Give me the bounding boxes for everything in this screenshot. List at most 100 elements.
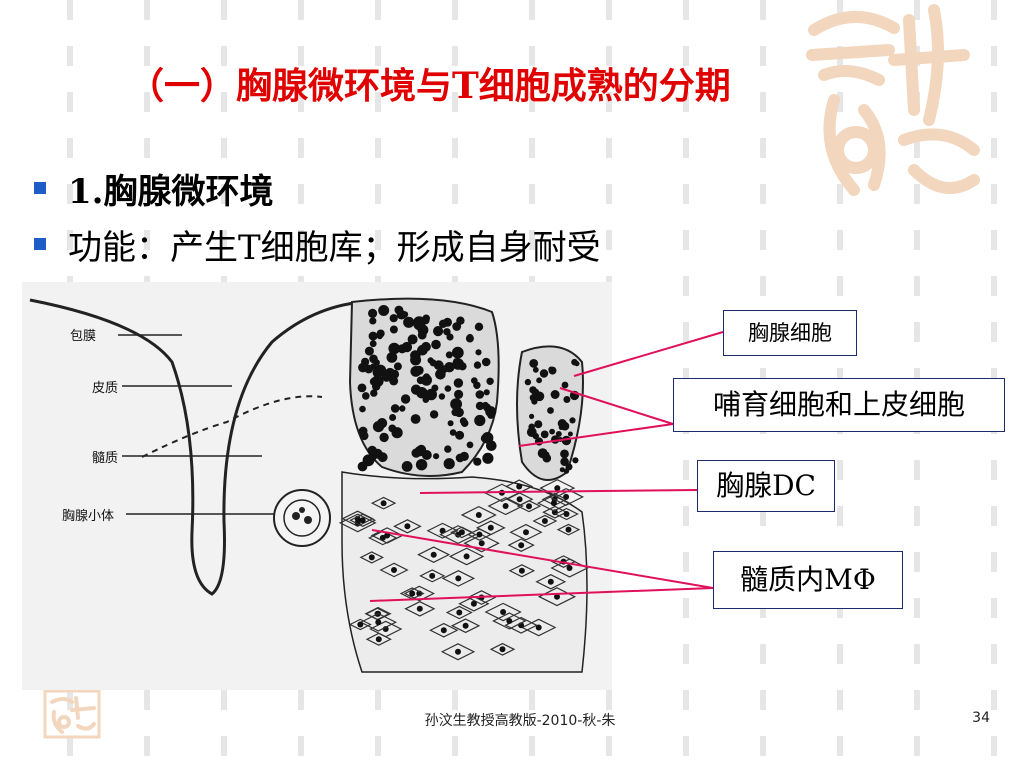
thymocyte-dot: [374, 364, 387, 377]
thymocyte-dot: [403, 316, 415, 328]
reticular-cell: [535, 574, 567, 590]
thymocyte-dot: [547, 407, 554, 414]
cell-nucleus-dot: [516, 496, 523, 503]
cell-nucleus-dot: [391, 567, 397, 573]
reticular-cell: [441, 570, 476, 587]
cell-nucleus-dot: [375, 636, 382, 643]
small-logo-icon: [43, 689, 101, 739]
medulla-cell-network: [338, 479, 589, 661]
cell-nucleus-dot: [359, 517, 366, 524]
thymocyte-dot: [445, 351, 453, 359]
slide-title: （一）胸腺微环境与T细胞成熟的分期: [128, 65, 731, 107]
bullet-item-microenvironment: 1.胸腺微环境: [34, 160, 934, 216]
cell-nucleus-dot: [518, 542, 525, 549]
cell-nucleus-dot: [566, 565, 573, 571]
thymocyte-dot: [364, 346, 374, 356]
cell-nucleus-dot: [541, 518, 548, 524]
thymocyte-dot: [443, 458, 455, 470]
bullet-square-icon: [34, 182, 46, 194]
cell-nucleus-dot: [455, 648, 461, 655]
thymocyte-dot: [474, 414, 486, 427]
cell-nucleus-dot: [416, 605, 423, 612]
thymocyte-dot: [565, 463, 573, 471]
cell-nucleus-dot: [463, 553, 470, 560]
thymocyte-dot: [529, 413, 535, 419]
reticular-cell: [393, 519, 422, 534]
thymocyte-dot: [558, 424, 564, 430]
thymocyte-dot: [416, 387, 428, 399]
thymocyte-dot: [466, 441, 474, 449]
cell-nucleus-dot: [456, 609, 463, 616]
thymocyte-dot: [407, 334, 418, 345]
thymocyte-dot: [431, 339, 441, 350]
reticular-cell: [539, 479, 576, 498]
thymocyte-dot: [389, 414, 397, 421]
thymocyte-dot: [567, 431, 573, 437]
thymocyte-dot: [529, 359, 539, 368]
cell-nucleus-dot: [455, 575, 462, 582]
callout-nurse-epithelial-cells: 哺育细胞和上皮细胞: [673, 378, 1005, 432]
thymocyte-dot: [482, 401, 489, 409]
reticular-cell: [475, 520, 506, 536]
reticular-cell: [439, 525, 478, 545]
cell-nucleus-dot: [470, 600, 477, 607]
thymocyte-dot: [393, 362, 402, 371]
thymocyte-dot: [388, 424, 397, 433]
cell-nucleus-dot: [368, 554, 375, 561]
thymocyte-dot: [444, 445, 452, 453]
thymocyte-dot: [417, 344, 428, 356]
thymocyte-dot: [429, 410, 439, 419]
thymocyte-dot: [362, 392, 370, 400]
bullet-list: 1.胸腺微环境 功能：产生T细胞库；形成自身耐受: [34, 160, 934, 272]
thymocyte-dot: [401, 311, 409, 318]
thymocyte-dot: [410, 414, 421, 424]
thymocyte-dot: [389, 376, 399, 386]
thymocyte-dot: [417, 330, 427, 340]
thymocyte-dot: [450, 398, 462, 410]
thymocyte-dot: [475, 390, 485, 399]
reticular-cell: [520, 618, 557, 637]
reticular-cell: [466, 590, 497, 605]
thymocyte-dot: [459, 417, 467, 425]
thymocyte-dot: [410, 354, 422, 366]
cell-nucleus-dot: [550, 500, 557, 507]
reticular-cell: [359, 551, 385, 564]
thymic-corpuscle: [273, 489, 331, 547]
cell-nucleus-dot: [516, 483, 523, 490]
thymocyte-dot: [376, 329, 385, 338]
cell-nucleus-dot: [563, 493, 570, 500]
thymocyte-dot: [433, 360, 444, 371]
reticular-cell: [399, 587, 425, 600]
thymocyte-dot: [387, 369, 395, 376]
thymocyte-dot: [453, 358, 460, 365]
cell-nucleus-dot: [563, 511, 570, 517]
thymocyte-dot: [455, 453, 465, 463]
thymocyte-dot: [572, 457, 579, 464]
thymocyte-dot: [359, 405, 366, 413]
cell-nucleus-dot: [499, 646, 506, 653]
thymocyte-dot: [475, 401, 485, 411]
thymocyte-dot: [427, 357, 434, 364]
page-number: 34: [972, 710, 990, 726]
thymocyte-dot: [422, 376, 432, 386]
thymocyte-dot: [481, 432, 494, 444]
thymocyte-dot: [548, 366, 554, 373]
thymocyte-dot: [549, 428, 555, 435]
thymocyte-dot: [413, 316, 426, 328]
reticular-cell: [426, 522, 459, 539]
thymocyte-dot: [357, 461, 368, 472]
cell-nucleus-dot: [502, 503, 509, 509]
cell-nucleus-dot: [458, 529, 465, 536]
thymocyte-dot: [483, 389, 490, 396]
cell-nucleus-dot: [478, 540, 485, 547]
cell-nucleus-dot: [526, 503, 532, 510]
capsule-outline: [29, 298, 363, 596]
thymocyte-dot: [481, 357, 491, 367]
reticular-cell: [508, 564, 536, 578]
cell-nucleus-dot: [409, 590, 416, 597]
cell-nucleus-dot: [462, 622, 469, 629]
thymocyte-dot: [455, 430, 465, 440]
reticular-cell: [417, 546, 451, 563]
thymocyte-dot: [453, 378, 464, 388]
